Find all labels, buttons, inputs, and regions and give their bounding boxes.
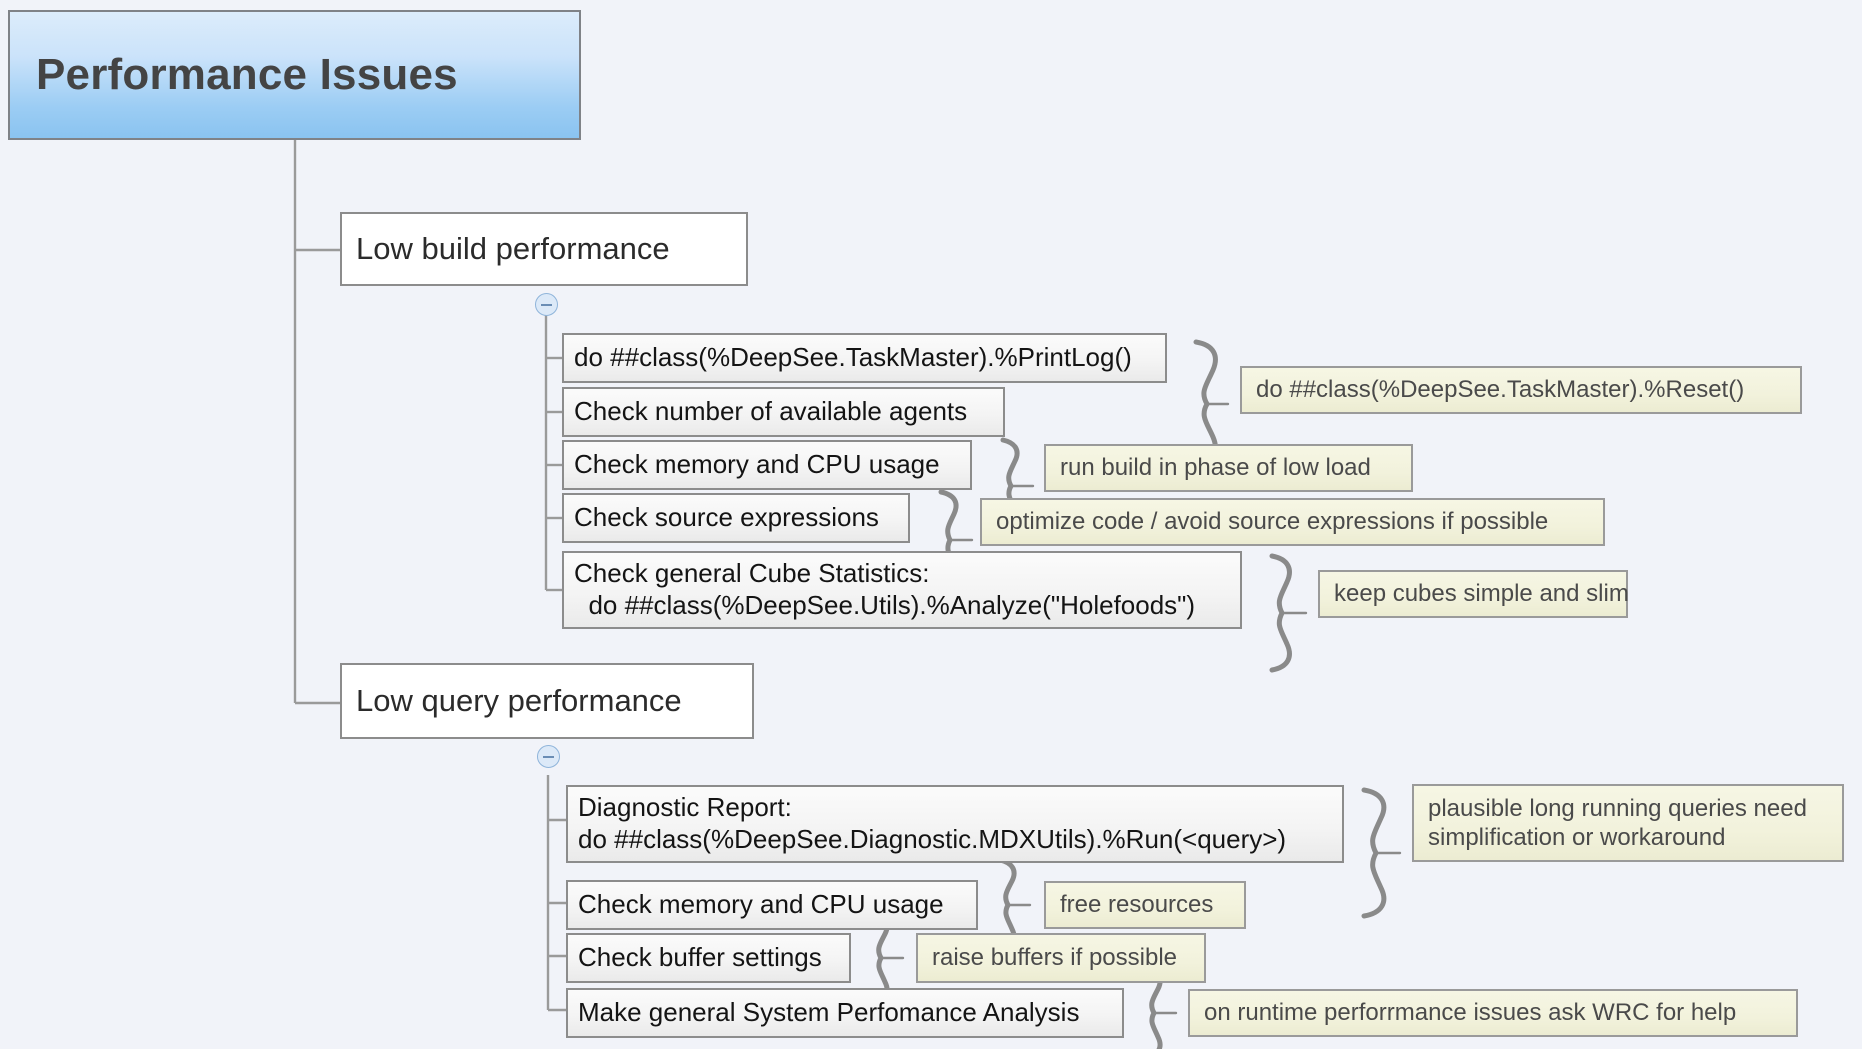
note-line-1: keep cubes simple and slim	[1334, 580, 1629, 608]
collapse-toggle-low-query-performance[interactable]	[537, 745, 560, 768]
leaf-label: Check memory and CPU usage	[574, 449, 940, 480]
leaf-label-line-2: do ##class(%DeepSee.Utils).%Analyze("Hol…	[574, 590, 1196, 620]
note-line-1: optimize code / avoid source expressions…	[996, 508, 1549, 536]
note-source-expressions[interactable]: optimize code / avoid source expressions…	[980, 498, 1605, 546]
note-line-1: run build in phase of low load	[1060, 454, 1371, 482]
branch-node-low-query-performance[interactable]: Low query performance	[340, 663, 754, 739]
collapse-toggle-low-build-performance[interactable]	[535, 293, 558, 316]
note-print-log[interactable]: do ##class(%DeepSee.TaskMaster).%Reset()	[1240, 366, 1802, 414]
note-buffer-settings[interactable]: raise buffers if possible	[916, 933, 1206, 983]
root-node[interactable]: Performance Issues	[8, 10, 581, 140]
leaf-node-memory-cpu-query[interactable]: Check memory and CPU usage	[566, 880, 978, 930]
leaf-label: Check source expressions	[574, 502, 879, 533]
note-line-1: do ##class(%DeepSee.TaskMaster).%Reset()	[1256, 376, 1745, 404]
branch-label: Low build performance	[356, 231, 670, 267]
branch-label: Low query performance	[356, 683, 682, 719]
root-label: Performance Issues	[36, 50, 458, 100]
leaf-node-memory-cpu-build[interactable]: Check memory and CPU usage	[562, 440, 972, 490]
note-cube-statistics[interactable]: keep cubes simple and slim	[1318, 570, 1629, 618]
note-line-1: raise buffers if possible	[932, 944, 1178, 972]
leaf-node-source-expressions[interactable]: Check source expressions	[562, 493, 910, 543]
leaf-label: do ##class(%DeepSee.TaskMaster).%PrintLo…	[574, 342, 1132, 373]
note-line-1: plausible long running queries need	[1428, 794, 1807, 822]
leaf-label: Check memory and CPU usage	[578, 889, 944, 920]
note-line-1: free resources	[1060, 891, 1214, 919]
branch-node-low-build-performance[interactable]: Low build performance	[340, 212, 748, 286]
leaf-label: Check number of available agents	[574, 396, 968, 427]
note-diagnostic-report[interactable]: plausible long running queries need simp…	[1412, 784, 1844, 862]
leaf-node-cube-statistics[interactable]: Check general Cube Statistics: do ##clas…	[562, 551, 1242, 629]
note-line-1: on runtime perforrmance issues ask WRC f…	[1204, 999, 1737, 1027]
leaf-node-available-agents[interactable]: Check number of available agents	[562, 387, 1005, 437]
note-memory-cpu-query[interactable]: free resources	[1044, 881, 1246, 929]
note-memory-cpu-build[interactable]: run build in phase of low load	[1044, 444, 1413, 492]
leaf-label-line-2: do ##class(%DeepSee.Diagnostic.MDXUtils)…	[578, 824, 1287, 854]
leaf-label: Make general System Perfomance Analysis	[578, 997, 1080, 1028]
leaf-label: Diagnostic Report:	[578, 792, 792, 823]
leaf-node-diagnostic-report[interactable]: Diagnostic Report: do ##class(%DeepSee.D…	[566, 785, 1344, 863]
note-line-2: simplification or workaround	[1428, 824, 1726, 851]
leaf-label: Check buffer settings	[578, 942, 822, 973]
leaf-node-print-log[interactable]: do ##class(%DeepSee.TaskMaster).%PrintLo…	[562, 333, 1167, 383]
leaf-label: Check general Cube Statistics:	[574, 558, 930, 589]
note-system-performance-analysis[interactable]: on runtime perforrmance issues ask WRC f…	[1188, 989, 1798, 1037]
leaf-node-system-performance-analysis[interactable]: Make general System Perfomance Analysis	[566, 988, 1124, 1038]
leaf-node-buffer-settings[interactable]: Check buffer settings	[566, 933, 851, 983]
